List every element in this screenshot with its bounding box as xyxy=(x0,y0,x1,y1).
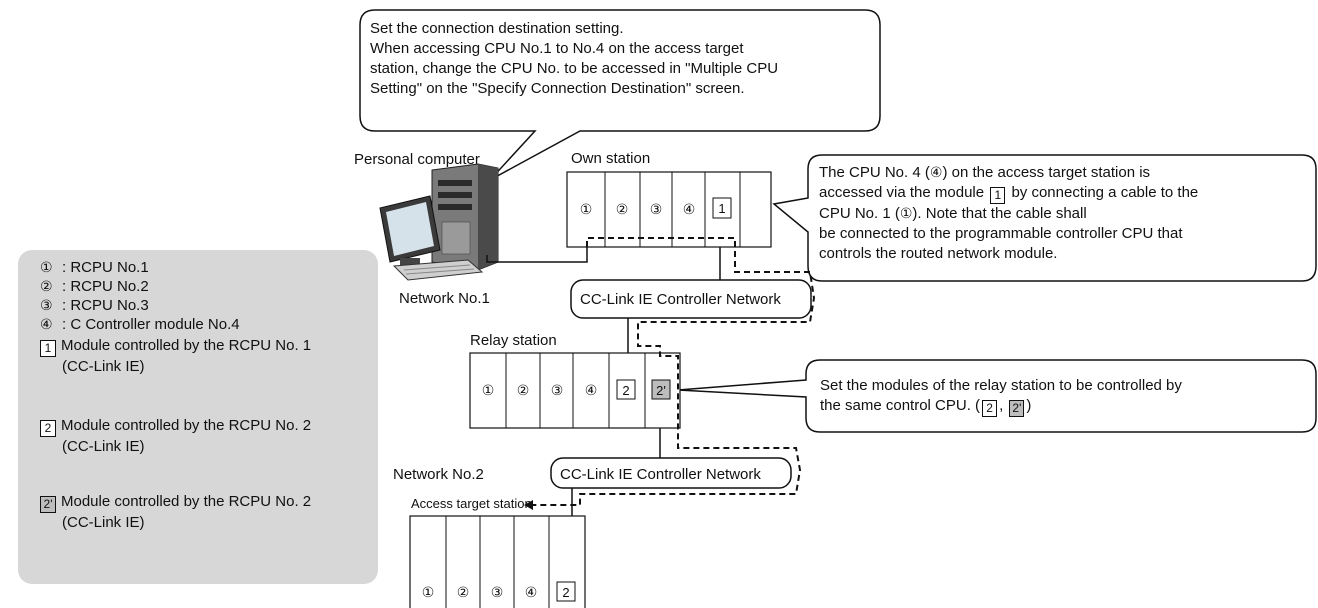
top-callout-line-2: When accessing CPU No.1 to No.4 on the a… xyxy=(370,40,744,57)
target-slot-2: ② xyxy=(457,585,470,601)
legend-item-1: ①: RCPU No.1 xyxy=(40,259,149,276)
top-callout-line-3: station, change the CPU No. to be access… xyxy=(370,60,779,77)
target-slot-1: ① xyxy=(422,585,435,601)
right-callout-line-3: CPU No. 1 (①). Note that the cable shall xyxy=(819,205,1087,222)
module-1-box-icon: 1 xyxy=(990,187,1006,204)
personal-computer-label: Personal computer xyxy=(354,151,480,168)
relay-station-rack xyxy=(469,352,681,429)
legend-item-4: ④: C Controller module No.4 xyxy=(40,316,240,333)
legend-panel: ①: RCPU No.1 ②: RCPU No.2 ③: RCPU No.3 ④… xyxy=(18,250,378,584)
top-callout-line-4: Setting" on the "Specify Connection Dest… xyxy=(370,80,745,97)
relay-callout-line-1: Set the modules of the relay station to … xyxy=(820,377,1182,394)
cc-link-network-1-pill xyxy=(570,279,812,319)
own-slot-3: ③ xyxy=(650,202,663,218)
relay-module-2prime: 2' xyxy=(656,383,666,398)
own-slot-2: ② xyxy=(616,202,629,218)
circled-4-symbol: ④ xyxy=(929,165,943,181)
target-module-2: 2 xyxy=(562,585,569,600)
network-1-label: Network No.1 xyxy=(399,290,490,307)
right-callout-text: The CPU No. 4 (④) on the access target s… xyxy=(819,163,1311,264)
right-callout-bubble xyxy=(772,154,1317,282)
legend-item-3: ③: RCPU No.3 xyxy=(40,297,149,314)
personal-computer-icon xyxy=(379,163,499,281)
right-callout-line-5: controls the routed network module. xyxy=(819,245,1058,262)
own-station-label: Own station xyxy=(571,150,650,167)
access-route-dashed xyxy=(530,237,816,506)
relay-callout-text: Set the modules of the relay station to … xyxy=(820,376,1310,417)
target-slot-4: ④ xyxy=(525,585,538,601)
right-callout-line-4: be connected to the programmable control… xyxy=(819,225,1183,242)
network-2-label: Network No.2 xyxy=(393,466,484,483)
legend-module-1-box-icon: 1 xyxy=(40,340,56,357)
legend-module-2prime: 2'Module controlled by the RCPU No. 2 (C… xyxy=(40,492,374,532)
top-callout-line-1: Set the connection destination setting. xyxy=(370,20,624,37)
own-slot-4: ④ xyxy=(683,202,696,218)
relay-slot-4: ④ xyxy=(585,383,598,399)
own-slot-1: ① xyxy=(580,202,593,218)
relay-slot-1: ① xyxy=(482,383,495,399)
cc-link-network-1-label: CC-Link IE Controller Network xyxy=(580,291,781,308)
own-station-rack xyxy=(566,171,772,248)
cc-link-network-2-label: CC-Link IE Controller Network xyxy=(560,466,761,483)
target-slot-3: ③ xyxy=(491,585,504,601)
relay-callout-bubble xyxy=(677,359,1317,433)
circled-1-symbol: ① xyxy=(899,206,913,222)
legend-item-2: ②: RCPU No.2 xyxy=(40,278,149,295)
network-cables xyxy=(486,247,721,516)
access-target-station-label: Access target station xyxy=(411,496,532,511)
target-station-rack xyxy=(409,515,586,608)
right-callout-line-2: accessed via the module 1 by connecting … xyxy=(819,184,1199,204)
legend-module-2-box-icon: 2 xyxy=(40,420,56,437)
module-2-box-icon: 2 xyxy=(982,400,998,417)
legend-module-2prime-box-icon: 2' xyxy=(40,496,56,513)
relay-callout-line-2: the same control CPU. (2, 2') xyxy=(820,397,1032,417)
relay-station-label: Relay station xyxy=(470,332,557,349)
top-callout-bubble xyxy=(359,9,881,181)
cc-link-network-2-pill xyxy=(550,457,792,489)
own-module-1: 1 xyxy=(718,201,725,216)
module-2prime-box-icon: 2' xyxy=(1009,400,1025,417)
relay-slot-3: ③ xyxy=(551,383,564,399)
top-callout-text: Set the connection destination setting. … xyxy=(370,19,876,99)
access-route-arrow xyxy=(524,500,533,510)
relay-slot-2: ② xyxy=(517,383,530,399)
right-callout-line-1: The CPU No. 4 (④) on the access target s… xyxy=(819,164,1151,181)
relay-module-2: 2 xyxy=(622,383,629,398)
